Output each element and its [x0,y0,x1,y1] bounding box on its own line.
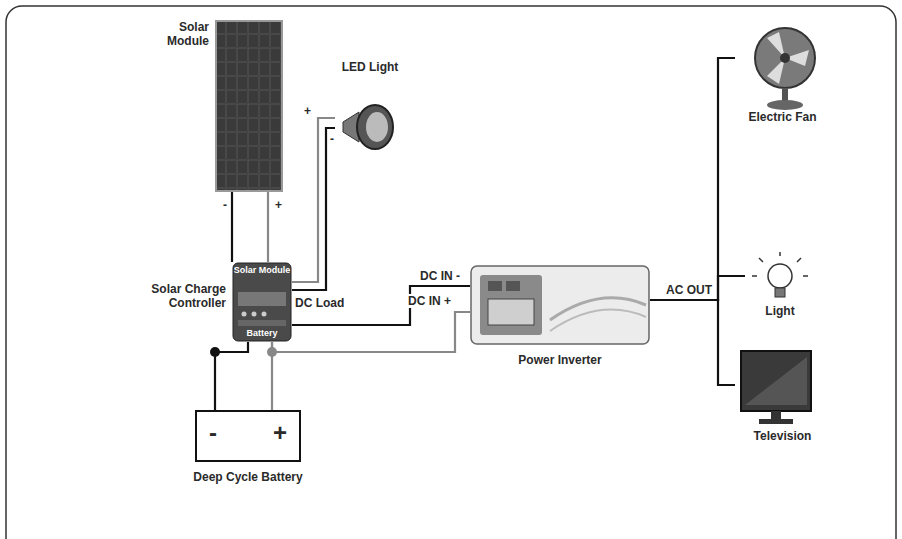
wire-connector [650,58,735,300]
wire-label: DC IN + [406,294,453,308]
wire-connector [650,276,745,300]
wire-label: AC OUT [664,283,714,297]
component-label: Deep Cycle Battery [188,470,308,484]
wire-label: + [302,104,313,118]
wire-connector [267,192,269,262]
component-label: Light [745,304,815,318]
component-label: - [209,420,217,446]
wire-connector [292,286,470,325]
fan-icon [735,20,830,120]
component-label: Power Inverter [470,353,650,367]
bulb-icon [745,252,815,312]
component-node: Power Inverter [470,265,650,345]
component-node: Electric Fan [735,20,830,126]
component-label: Electric Fan [735,110,830,124]
wire-connector [650,300,735,385]
solar-panel [215,20,283,192]
component-label: Television [735,429,830,443]
wire-connector [231,192,233,262]
component-node: Solar Charge ControllerSolar ModuleDC Lo… [232,262,292,342]
wire-connector [292,128,335,290]
component-label: Solar Module [139,20,209,48]
wire-connector [272,312,470,352]
component-label: Battery [232,328,292,339]
inverter-body [470,265,650,345]
component-node: Solar Module [215,20,283,192]
led-lamp [335,60,405,155]
component-label: Solar Charge Controller [130,282,226,310]
component-label: Solar Module [232,265,292,275]
component-label: + [273,420,287,446]
wire-label: - [328,132,336,146]
frame-border [6,6,896,539]
component-node: LED Light [335,60,405,152]
wire-connector [292,118,335,282]
component-node: -+Deep Cycle Battery [195,410,301,462]
component-node: Television [735,345,830,445]
wire-label: + [273,198,284,212]
wire-label: DC IN - [418,269,462,283]
tv-icon [735,345,830,430]
component-label: LED Light [335,60,405,74]
component-label: DC Load [295,296,344,310]
wire-label: - [221,198,229,212]
component-node: Light [745,252,815,322]
wire-connector [215,342,248,410]
